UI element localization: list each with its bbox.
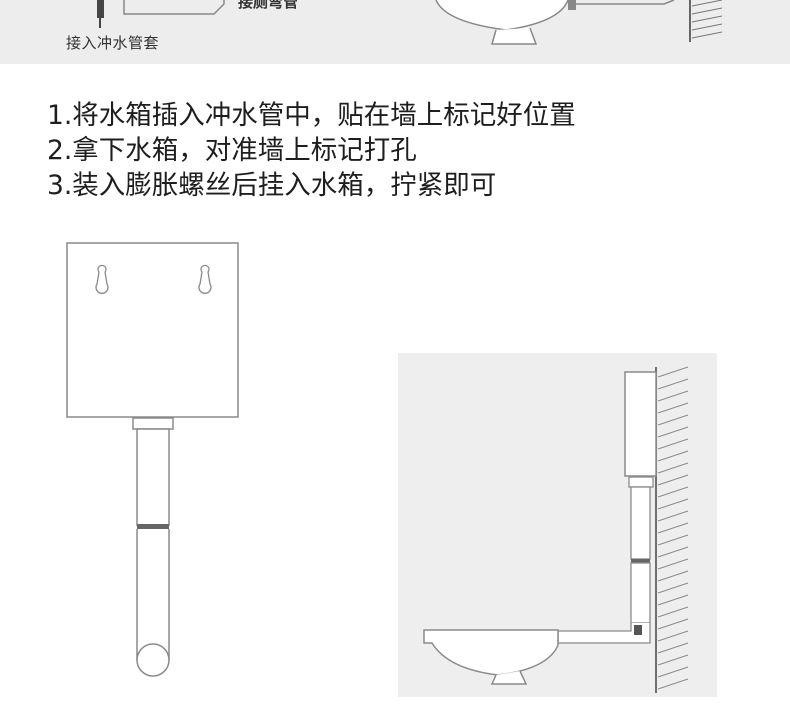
top-diagram <box>97 0 723 45</box>
caption-pipe-sleeve: 接入冲水管套 <box>66 34 160 52</box>
pipe-sleeve-fragment <box>97 0 104 18</box>
wall-hatch <box>657 366 689 690</box>
toilet-base <box>490 670 528 685</box>
outlet-connector <box>132 417 174 430</box>
flush-pipe-upper-side <box>630 486 651 560</box>
tank-front-view <box>66 242 239 677</box>
side-view-diagram <box>423 366 689 693</box>
side-view-panel <box>398 353 717 697</box>
pipe-end-outlet <box>136 643 170 677</box>
top-installation-panel: 接厕弯管 接入冲水管套 <box>0 0 790 64</box>
flush-pipe-lower-side <box>630 562 651 624</box>
hanger-keyhole-right <box>198 264 212 294</box>
flush-pipe-lower <box>136 529 170 661</box>
water-tank-side <box>624 371 657 477</box>
bend-pipe-joint <box>568 0 576 10</box>
flush-pipe-upper <box>136 428 170 526</box>
bend-pipe-fragment <box>576 0 675 5</box>
instruction-step-2: 2.拿下水箱，对准墙上标记打孔 <box>47 135 417 166</box>
instruction-step-3: 3.装入膨胀螺丝后挂入水箱，拧紧即可 <box>47 170 497 201</box>
hanger-keyhole-left <box>95 264 109 294</box>
tank-outlet-connector <box>628 476 654 488</box>
toilet-bowl <box>423 629 559 676</box>
instruction-step-1: 1.将水箱插入冲水管中，贴在墙上标记好位置 <box>47 100 576 131</box>
toilet-base-fragment <box>491 27 538 45</box>
bend-pipe-joint <box>634 625 642 635</box>
tank-bottom-fragment <box>123 0 225 15</box>
toilet-bowl-fragment <box>435 0 569 31</box>
caption-bend-pipe: 接厕弯管 <box>238 0 299 11</box>
pipe-joint-band-side <box>631 559 650 563</box>
water-tank-body <box>66 242 239 418</box>
pipe-joint-band <box>137 524 169 529</box>
wall-hatch <box>691 0 723 39</box>
instruction-steps: 1.将水箱插入冲水管中，贴在墙上标记好位置 2.拿下水箱，对准墙上标记打孔 3.… <box>47 98 576 203</box>
